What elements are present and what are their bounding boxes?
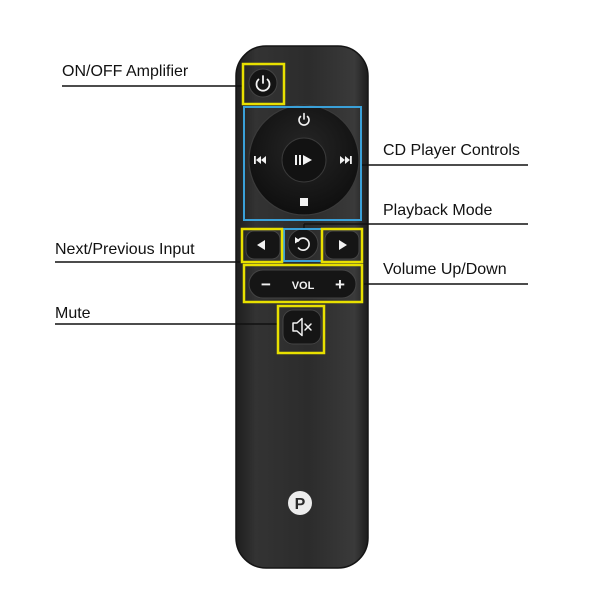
callout-mute: Mute <box>55 305 91 322</box>
right-arrow-icon <box>339 240 347 250</box>
volume-label: VOL <box>292 280 315 292</box>
mute-highlight <box>276 304 326 355</box>
stop-button[interactable] <box>294 193 314 211</box>
amp-power-button[interactable] <box>248 68 278 98</box>
next-track-button[interactable] <box>336 151 356 169</box>
callout-volume: Volume Up/Down <box>383 261 507 278</box>
stop-icon <box>300 198 308 206</box>
power-icon <box>255 75 271 92</box>
next-input-highlight <box>320 227 364 264</box>
volume-plus-label: + <box>335 275 345 294</box>
brand-logo-letter: P <box>295 496 306 513</box>
volume-highlight <box>242 263 364 304</box>
volume-rocker <box>248 269 357 299</box>
cd-power-icon <box>298 112 310 126</box>
callout-lines <box>55 85 528 325</box>
play-pause-button[interactable] <box>292 151 316 169</box>
cd-controls-highlight <box>243 106 362 221</box>
callout-amp-power: ON/OFF Amplifier <box>62 63 189 80</box>
amp-power-highlight <box>241 62 286 106</box>
play-pause-icon <box>295 155 312 165</box>
repeat-icon <box>295 237 310 251</box>
previous-input-button[interactable] <box>245 230 281 260</box>
next-input-button[interactable] <box>324 230 360 260</box>
callout-cd-controls: CD Player Controls <box>383 142 520 159</box>
previous-input-highlight <box>240 227 284 264</box>
volume-minus-label: − <box>261 275 271 294</box>
playback-mode-button[interactable] <box>287 228 319 260</box>
previous-track-button[interactable] <box>250 151 270 169</box>
callout-next-prev-input: Next/Previous Input <box>55 241 195 258</box>
callout-playback-mode: Playback Mode <box>383 202 493 219</box>
mute-button[interactable] <box>282 309 322 345</box>
cd-power-button[interactable] <box>294 109 314 129</box>
left-arrow-icon <box>257 240 265 250</box>
previous-track-icon <box>254 156 266 164</box>
brand-logo: P <box>288 491 312 515</box>
next-track-icon <box>340 156 352 164</box>
mute-icon <box>292 317 312 337</box>
